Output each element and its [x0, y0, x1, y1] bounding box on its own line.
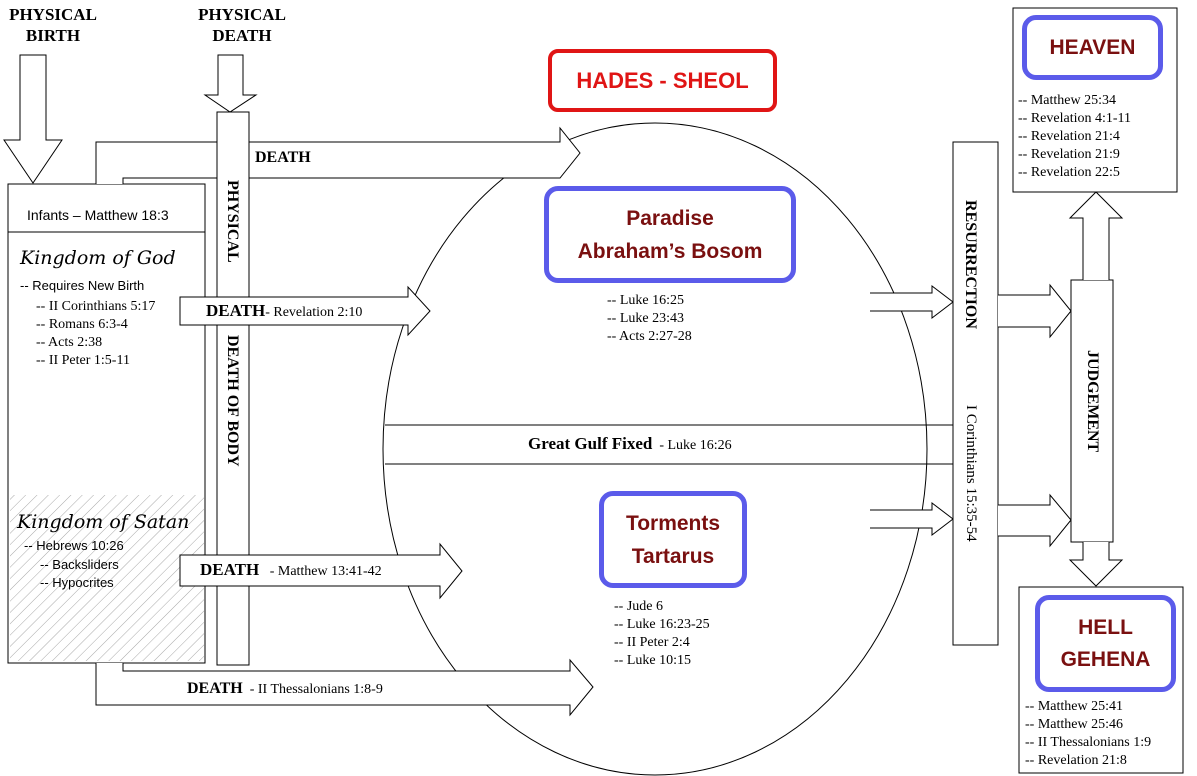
heaven-refs: -- Matthew 25:34 -- Revelation 4:1-11 --…: [1018, 92, 1131, 182]
torments-title-line: Torments: [625, 511, 721, 535]
ref-item: -- II Peter 2:4: [614, 635, 690, 650]
kingdom-god-line: -- Requires New Birth: [20, 278, 145, 293]
arrow-hell: [1068, 542, 1124, 587]
ref-item: -- II Corinthians 5:17: [36, 299, 156, 314]
paradise-box: Paradise Abraham’s Bosom: [544, 186, 796, 283]
arrow-god-ref: - Revelation 2:10: [265, 305, 363, 320]
ref-item: -- Matthew 25:41: [1025, 699, 1123, 714]
resurrection-box: [952, 141, 999, 646]
satan-hatch: [10, 495, 204, 661]
ref-item: -- Matthew 25:46: [1025, 717, 1123, 732]
ref-item: -- Revelation 22:5: [1018, 165, 1120, 180]
arrow-jud-2: [998, 493, 1072, 548]
ref-item: -- Jude 6: [614, 599, 663, 614]
gulf-band: [385, 424, 955, 465]
judgement-label: JUDGEMENT: [1084, 350, 1101, 453]
resurrection-ref: I Corinthians 15:35-54: [963, 405, 979, 542]
sub-item: -- Backsliders: [40, 557, 119, 572]
physical-column-bottom-label: DEATH OF BODY: [224, 335, 241, 467]
arrow-heaven: [1068, 191, 1124, 280]
kingdom-god-title: Kingdom of God: [20, 247, 176, 269]
arrow-god-death: DEATH: [206, 301, 266, 320]
torments-box: Torments Tartarus: [599, 491, 747, 588]
sub-item: -- Hypocrites: [40, 575, 114, 590]
header-line: PHYSICAL: [9, 5, 97, 24]
arrow-god-label: DEATH- Revelation 2:10: [206, 301, 362, 321]
ref-item: -- Acts 2:38: [36, 335, 103, 350]
paradise-refs: -- Luke 16:25 -- Luke 23:43 -- Acts 2:27…: [607, 292, 692, 346]
arrow-jud-1: [998, 283, 1072, 339]
death-header-arrow: [203, 54, 258, 113]
ref-item: -- Acts 2:27-28: [607, 329, 692, 344]
ref-item: -- Matthew 25:34: [1018, 93, 1116, 108]
arrow-satan-ref: - Matthew 13:41-42: [269, 564, 382, 579]
paradise-title-line: Abraham’s Bosom: [577, 239, 763, 263]
ref-item: -- Luke 23:43: [607, 311, 684, 326]
hell-title: HELL GEHENA: [1035, 595, 1176, 692]
ref-item: -- Revelation 4:1-11: [1018, 111, 1132, 126]
arrow-top-label: DEATH: [255, 149, 311, 166]
arrow-bottom-label: DEATH - II Thessalonians 1:8-9: [187, 680, 383, 698]
kingdom-satan-title: Kingdom of Satan: [17, 511, 190, 533]
hades-circle: [382, 122, 928, 776]
gulf-title: Great Gulf Fixed: [528, 434, 653, 453]
arrow-god: [179, 285, 431, 337]
gulf-ref: - Luke 16:26: [659, 438, 732, 453]
infants-label: Infants – Matthew 18:3: [27, 207, 169, 223]
heaven-title: HEAVEN: [1022, 15, 1163, 80]
kingdom-satan-subs: -- Backsliders -- Hypocrites: [40, 556, 119, 592]
arrow-bottom-death: DEATH: [187, 680, 243, 697]
arrow-satan: [179, 542, 463, 600]
hell-title-line: GEHENA: [1060, 647, 1151, 671]
arrow-satan-death: DEATH: [200, 560, 260, 579]
hell-title-line: HELL: [1078, 615, 1133, 639]
ref-item: -- Luke 10:15: [614, 653, 691, 668]
judgement-box: [1070, 279, 1114, 543]
birth-arrow: [3, 54, 63, 184]
paradise-title-line: Paradise: [626, 206, 714, 230]
ref-item: -- II Thessalonians 1:9: [1025, 735, 1152, 750]
arrow-satan-label: DEATH - Matthew 13:41-42: [200, 560, 382, 580]
ref-item: -- Luke 16:25: [607, 293, 684, 308]
header-line: PHYSICAL: [198, 5, 286, 24]
kingdom-satan-line: -- Hebrews 10:26: [24, 538, 124, 553]
ref-item: -- Revelation 21:9: [1018, 147, 1120, 162]
arrow-bottom: [95, 658, 594, 717]
physical-birth-header: PHYSICAL BIRTH: [0, 4, 106, 46]
header-line: BIRTH: [25, 26, 81, 45]
ref-item: -- Romans 6:3-4: [36, 317, 128, 332]
arrow-top: [95, 126, 581, 184]
ref-item: -- Revelation 21:4: [1018, 129, 1120, 144]
arrow-bottom-ref: - II Thessalonians 1:8-9: [249, 682, 383, 697]
ref-item: -- Luke 16:23-25: [614, 617, 710, 632]
hell-refs: -- Matthew 25:41 -- Matthew 25:46 -- II …: [1025, 698, 1151, 770]
gulf-label: Great Gulf Fixed - Luke 16:26: [528, 434, 732, 454]
ref-item: -- II Peter 1:5-11: [36, 353, 130, 368]
ref-item: -- Revelation 21:8: [1025, 753, 1127, 768]
torments-title-line: Tartarus: [631, 544, 715, 568]
physical-column-top-label: PHYSICAL: [224, 180, 241, 263]
header-line: DEATH: [212, 26, 272, 45]
kingdom-god-refs: -- II Corinthians 5:17 -- Romans 6:3-4 -…: [36, 298, 155, 370]
torments-refs: -- Jude 6 -- Luke 16:23-25 -- II Peter 2…: [614, 598, 710, 670]
hades-title: HADES - SHEOL: [548, 49, 777, 112]
physical-death-header: PHYSICAL DEATH: [186, 4, 298, 46]
resurrection-label: RESURRECTION: [962, 200, 979, 329]
